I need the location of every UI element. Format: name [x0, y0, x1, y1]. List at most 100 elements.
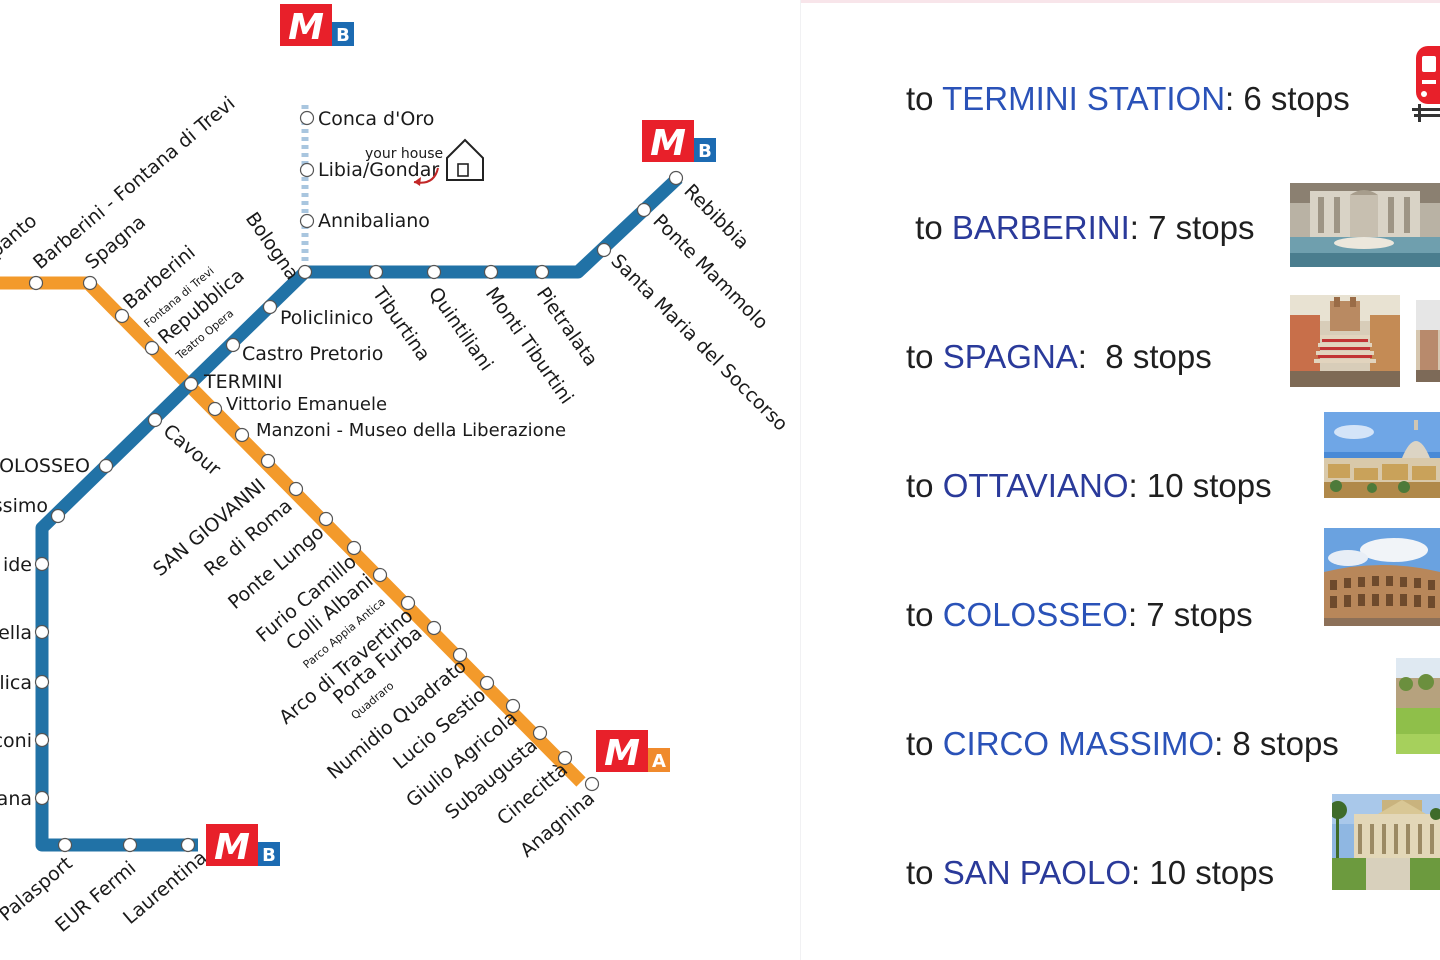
branch-station	[299, 213, 315, 229]
line-a-station	[479, 675, 495, 691]
destination-prefix: to	[906, 725, 943, 762]
metro-logo-red	[206, 824, 258, 866]
destination-name: CIRCO MASSIMO	[942, 725, 1215, 762]
metro-logo-red	[280, 4, 332, 46]
metro-logo-line-letter: A	[652, 751, 666, 772]
line-a-station	[557, 750, 573, 766]
train-icon	[1412, 42, 1440, 126]
destination-stops: : 7 stops	[1127, 596, 1253, 633]
destination-circo-massimo: to CIRCO MASSIMO: 8 stops	[906, 724, 1339, 764]
station-label: Barberini - Fontana di Trevi	[29, 92, 239, 273]
line-b-station	[297, 264, 313, 280]
destination-prefix: to	[906, 854, 943, 891]
station-label: ssimo	[0, 495, 48, 517]
station-label: Laurentina	[119, 847, 211, 929]
line-a-station	[505, 698, 521, 714]
station-label: Bologna	[241, 208, 303, 284]
line-b-station	[668, 170, 684, 186]
line-a-station	[400, 595, 416, 611]
station-label: Manzoni - Museo della Liberazione	[256, 420, 566, 441]
metro-logo-red	[642, 120, 694, 162]
line-a-station	[260, 453, 276, 469]
panel-divider	[800, 0, 801, 960]
line-b-station	[483, 264, 499, 280]
metro-logo-line-letter: B	[336, 25, 350, 46]
metro-logo-line-box	[258, 842, 280, 866]
destination-stops: : 8 stops	[1214, 725, 1339, 762]
top-strip	[801, 0, 1440, 3]
colosseum-photo	[1324, 528, 1440, 626]
destination-prefix: to	[906, 80, 943, 117]
destination-name: SAN PAOLO	[942, 854, 1131, 891]
station-label: Conca d'Oro	[318, 108, 434, 130]
destination-name: COLOSSEO	[942, 596, 1128, 633]
destination-prefix: to	[906, 467, 943, 504]
line-b-station	[34, 556, 50, 572]
line-b-station	[596, 242, 612, 258]
line-b-station	[98, 458, 114, 474]
station-label: Santa Maria del Soccorso	[606, 250, 791, 435]
trevi-fountain-photo	[1290, 183, 1440, 267]
line-a-station	[584, 776, 600, 792]
destination-colosseo: to COLOSSEO: 7 stops	[906, 595, 1253, 635]
line-a-station	[532, 725, 548, 741]
house-door	[457, 163, 469, 177]
metro-logo-letter: M	[604, 733, 640, 774]
destination-prefix: to	[906, 209, 952, 246]
line-b-station	[34, 624, 50, 640]
branch-station	[299, 110, 315, 126]
destination-name: SPAGNA	[942, 338, 1078, 375]
station-label: Libia/Gondar	[318, 159, 439, 181]
destination-name: BARBERINI	[951, 209, 1130, 246]
spanish-steps-photo-2	[1416, 300, 1440, 382]
destination-barberini: to BARBERINI: 7 stops	[906, 208, 1254, 248]
metro-logo-line-box	[694, 138, 716, 162]
line-b-station	[225, 337, 241, 353]
destination-name: OTTAVIANO	[942, 467, 1129, 504]
line-a-station	[28, 275, 44, 291]
st-peters-photo	[1324, 412, 1440, 498]
destination-spagna: to SPAGNA: 8 stops	[906, 337, 1212, 377]
termini-interchange	[183, 376, 199, 392]
station-label: TERMINI	[203, 371, 283, 393]
destination-prefix: to	[906, 338, 943, 375]
destination-ottaviano: to OTTAVIANO: 10 stops	[906, 466, 1272, 506]
metro-logo-letter: M	[288, 7, 324, 48]
station-label: lica	[0, 672, 32, 694]
line-b-station	[50, 508, 66, 524]
line-b-station	[180, 837, 196, 853]
house-icon	[446, 138, 484, 181]
station-label: ide	[3, 554, 32, 576]
station-label: ella	[0, 622, 32, 644]
station-label: Vittorio Emanuele	[226, 394, 387, 415]
metro-logo-line-box	[648, 748, 670, 772]
arrowhead-icon	[414, 177, 421, 186]
station-label: Cavour	[159, 420, 225, 480]
line-b-station	[534, 264, 550, 280]
station-label: Policlinico	[280, 307, 373, 329]
line-b-station	[262, 299, 278, 315]
line-b-station	[34, 732, 50, 748]
san-paolo-photo	[1332, 794, 1440, 890]
line-b-station	[636, 202, 652, 218]
metro-logo-letter: M	[214, 827, 250, 868]
destination-stops: : 10 stops	[1131, 854, 1275, 891]
station-label: OLOSSEO	[0, 455, 90, 477]
station-label: ana	[0, 788, 32, 810]
line-b-station	[122, 837, 138, 853]
line-a-station	[114, 308, 130, 324]
destination-termini: to TERMINI STATION: 6 stops	[906, 79, 1350, 119]
destination-san-paolo: to SAN PAOLO: 10 stops	[906, 853, 1274, 893]
line-b-station	[426, 264, 442, 280]
line-a-station	[426, 620, 442, 636]
line-a-station	[346, 540, 362, 556]
destination-stops: : 6 stops	[1225, 80, 1350, 117]
destination-stops: : 7 stops	[1129, 209, 1255, 246]
line-a-station	[288, 481, 304, 497]
